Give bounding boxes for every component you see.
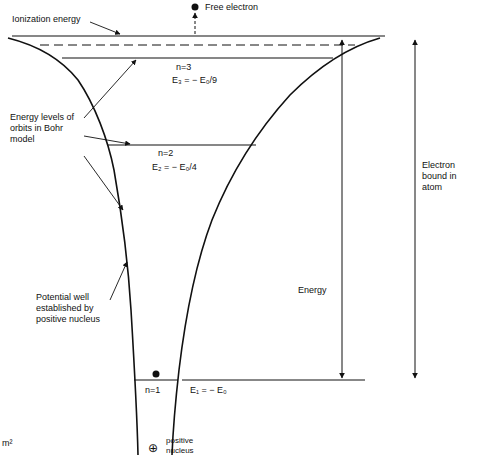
leader-line <box>84 60 136 118</box>
well-wall <box>172 38 380 455</box>
leader-line <box>84 156 123 210</box>
leader-line <box>84 136 130 144</box>
note-label: Potential well established by positive n… <box>36 292 110 325</box>
nucleus-label: positive nucleus <box>166 436 210 456</box>
note-label: Energy levels of orbits in Bohr model <box>10 112 82 145</box>
escape-arrow <box>195 13 196 34</box>
leader-line <box>90 22 120 34</box>
electron-dot <box>192 4 199 11</box>
axis-label: Energy <box>298 285 338 296</box>
well-wall <box>8 38 138 455</box>
level-line <box>62 57 333 58</box>
level-line <box>108 144 256 145</box>
reference-line <box>182 380 365 381</box>
energy-formula: E₃ = − E₀/9 <box>172 75 252 86</box>
energy-label: Ionization energy <box>12 14 94 25</box>
ionization-line <box>12 35 385 36</box>
level-label: n=3 <box>176 62 216 73</box>
nucleus-symbol: ⊕ <box>148 441 162 455</box>
note-label: Electron bound in atom <box>422 160 478 193</box>
bound-arrow <box>415 40 416 378</box>
dashed-level <box>40 45 355 46</box>
energy-arrow <box>342 40 343 378</box>
stray-mark: m² <box>2 438 26 449</box>
level-line <box>134 379 178 380</box>
leader-line <box>110 262 127 300</box>
electron-label: Free electron <box>205 2 285 13</box>
level-label: n=1 <box>145 385 175 396</box>
electron-dot <box>153 371 160 378</box>
energy-formula: E₂ = − E₀/4 <box>152 162 227 173</box>
level-label: n=2 <box>158 148 198 159</box>
energy-formula: E₁ = − E₀ <box>190 385 260 396</box>
